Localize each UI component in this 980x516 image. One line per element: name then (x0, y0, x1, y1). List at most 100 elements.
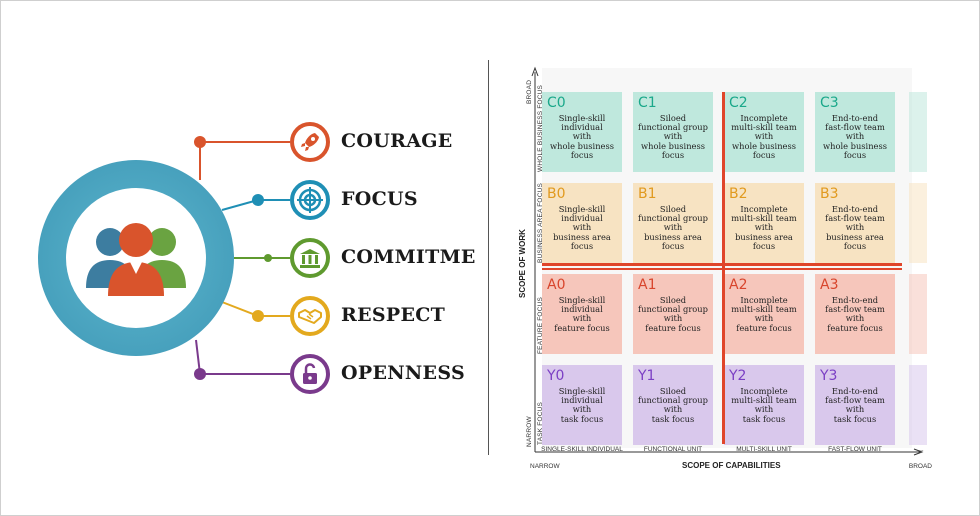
value-respect: RESPECT (200, 296, 490, 336)
cell-description-line: fast-flow team (825, 213, 885, 224)
scrum-values-badge-text: SCRUM VALUES (75, 284, 196, 327)
cell-code: C1 (638, 95, 657, 111)
cell-description-line: individual (561, 304, 603, 315)
cell-code: B1 (638, 186, 657, 202)
panel-divider (488, 60, 489, 455)
cell-description-line: with (572, 131, 592, 142)
cell-code: A1 (638, 277, 657, 293)
cell-description-line: Siloed (659, 295, 687, 305)
matrix-cell-extension (909, 365, 927, 445)
value-label: RESPECT (341, 304, 446, 326)
unlocked-padlock-icon (290, 354, 330, 394)
column-label: MULTI-SKILL UNIT (736, 446, 792, 453)
cell-description-line: with (754, 404, 774, 415)
matrix-cell-extension (909, 274, 927, 354)
cell-description-line: End-to-end (831, 386, 879, 396)
scrum-values-panel: SCRUM VALUES COURAGE FOCUS COMMITMENT RE… (0, 0, 488, 516)
cell-description-line: Incomplete (740, 295, 788, 305)
cell-description-line: whole business focus (641, 140, 705, 160)
cell-description-line: task focus (742, 413, 786, 424)
cell-description-line: whole business focus (823, 140, 887, 160)
cell-description-line: with (572, 313, 592, 324)
cell-description-line: with (845, 404, 865, 415)
cell-description-line: with (754, 131, 774, 142)
commitment-dot (264, 254, 272, 262)
cell-description-line: individual (561, 122, 603, 133)
cell-code: A2 (729, 277, 748, 293)
openness-dot (194, 368, 206, 380)
cell-description-line: task focus (833, 413, 877, 424)
cell-description-line: fast-flow team (825, 122, 885, 133)
cell-description-line: Incomplete (740, 386, 788, 396)
column-label: SINGLE-SKILL INDIVIDUAL (541, 446, 623, 453)
cell-description-line: Siloed (659, 113, 687, 123)
cell-description-line: whole business focus (550, 140, 614, 160)
wheel-label: SCRUM VALUES (75, 284, 196, 327)
cell-code: B2 (729, 186, 748, 202)
cell-description-line: business area focus (553, 231, 611, 251)
row-label: TASK FOCUS (537, 401, 544, 445)
team-icon (86, 223, 186, 296)
cell-description-line: with (845, 313, 865, 324)
value-label: COMMITMENT (341, 246, 475, 268)
connector-lines (194, 136, 290, 380)
matrix-cell-extension (909, 92, 927, 172)
x-axis-high-label: BROAD (908, 463, 932, 470)
cell-description-line: multi-skill team (731, 304, 797, 315)
respect-dot (252, 310, 264, 322)
cell-code: A3 (820, 277, 839, 293)
courage-dot (194, 136, 206, 148)
cell-description-line: individual (561, 395, 603, 406)
cell-description-line: multi-skill team (731, 213, 797, 224)
cell-description-line: Single-skill (558, 386, 606, 396)
y-axis-title: SCOPE OF WORK (518, 229, 527, 298)
value-openness: OPENNESS (200, 354, 490, 394)
cell-description-line: whole business focus (732, 140, 796, 160)
cell-description-line: business area focus (735, 231, 793, 251)
cell-code: C0 (547, 95, 566, 111)
y-axis-low-label: NARROW (526, 416, 533, 447)
row-label: BUSINESS AREA FOCUS (537, 182, 544, 263)
cell-description-line: with (663, 131, 683, 142)
cell-description-line: functional group (638, 122, 708, 133)
cell-description-line: End-to-end (831, 204, 879, 214)
cell-description-line: business area focus (826, 231, 884, 251)
x-axis-title: SCOPE OF CAPABILITIES (682, 461, 781, 470)
cell-description-line: Incomplete (740, 204, 788, 214)
x-axis-low-label: NARROW (530, 463, 560, 470)
cell-description-line: Single-skill (558, 204, 606, 214)
value-label: COURAGE (341, 130, 453, 152)
target-icon (290, 180, 330, 220)
cell-code: Y2 (729, 368, 747, 384)
cell-description-line: feature focus (645, 322, 701, 333)
cell-description-line: task focus (651, 413, 695, 424)
cell-description-line: with (845, 222, 865, 233)
cell-description-line: functional group (638, 304, 708, 315)
column-label: FUNCTIONAL UNIT (643, 446, 703, 453)
cell-description-line: with (754, 222, 774, 233)
value-courage: COURAGE (200, 122, 490, 162)
cell-description-line: with (663, 313, 683, 324)
value-label: OPENNESS (341, 362, 465, 384)
cell-description-line: individual (561, 213, 603, 224)
cell-description-line: multi-skill team (731, 122, 797, 133)
rocket-icon (290, 122, 330, 162)
